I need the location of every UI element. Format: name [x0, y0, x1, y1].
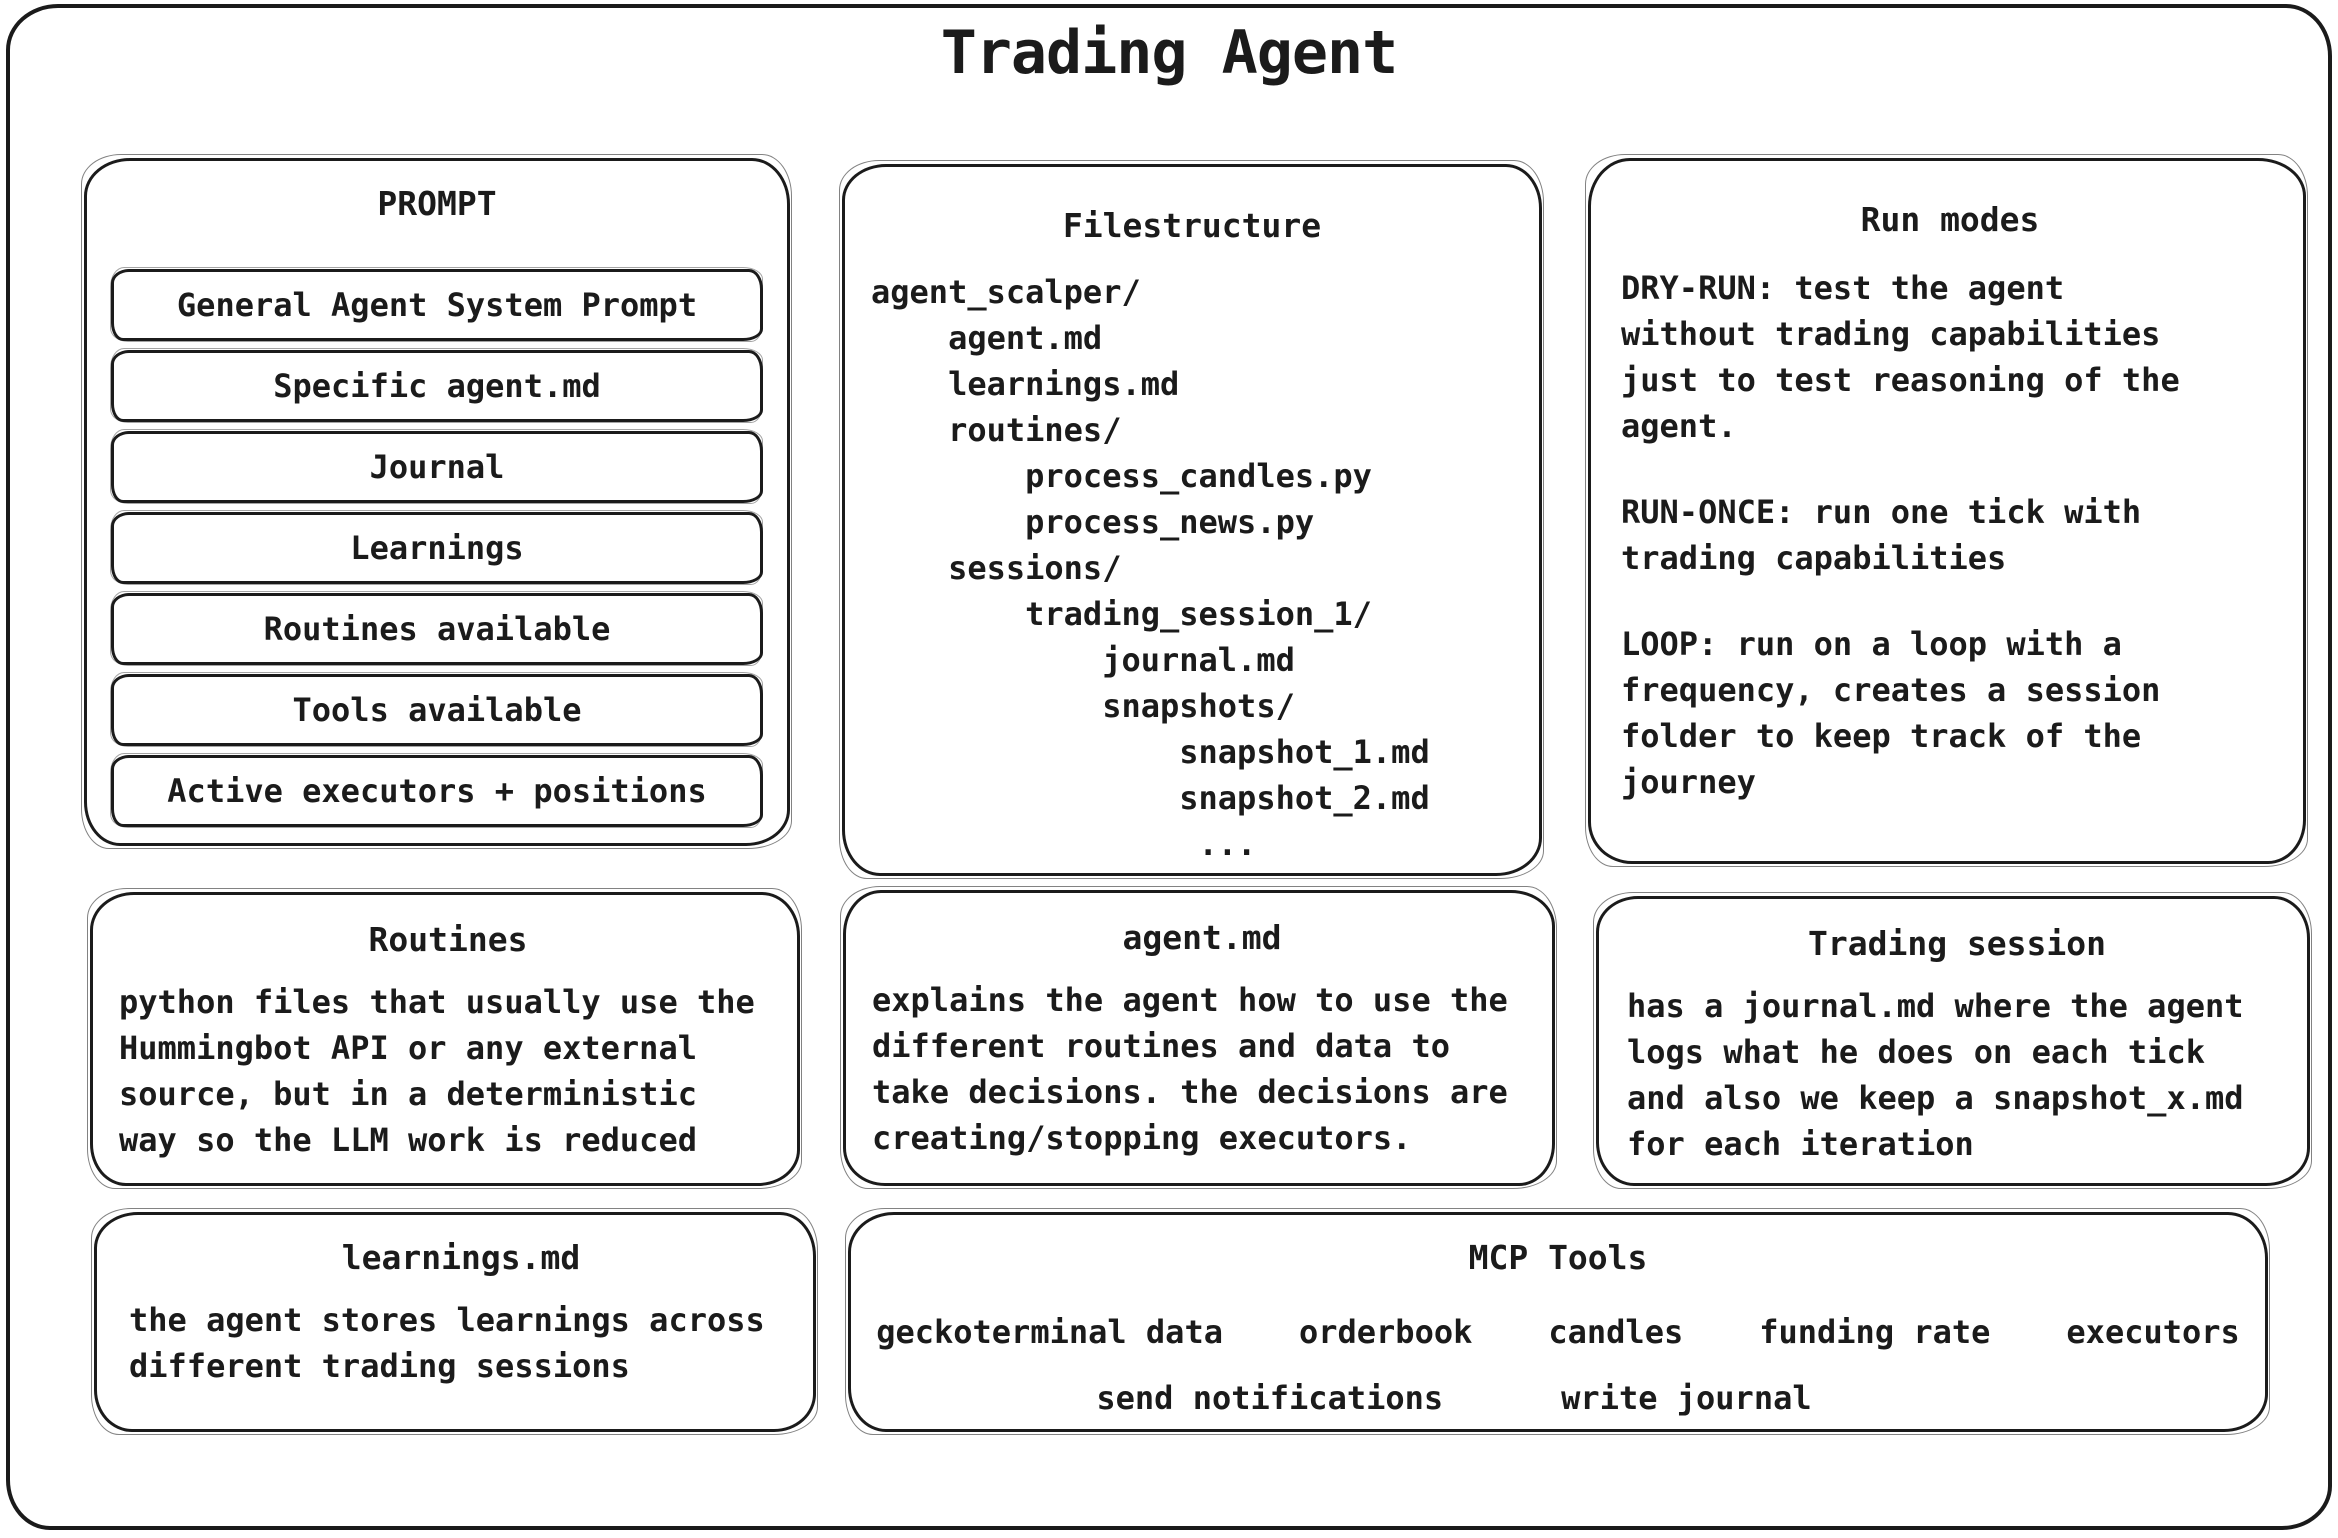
- file-tree-line: routines/: [871, 411, 1122, 449]
- learnings-md-box-title: learnings.md: [341, 1238, 581, 1277]
- file-tree-line: agent.md: [871, 319, 1103, 357]
- routines-box-title: Routines: [368, 920, 528, 959]
- mcp-tools-box: MCP Tools geckoterminal data orderbook c…: [845, 1208, 2270, 1435]
- learnings-md-box: learnings.md the agent stores learnings …: [91, 1208, 818, 1435]
- prompt-item-specific-agent-md: Specific agent.md: [110, 348, 763, 423]
- prompt-item-tools-available: Tools available: [110, 672, 763, 747]
- trading-session-box: Trading session has a journal.md where t…: [1593, 892, 2312, 1189]
- prompt-item-list: General Agent System Prompt Specific age…: [110, 267, 763, 828]
- mcp-tools-box-title: MCP Tools: [1468, 1238, 1648, 1277]
- prompt-item-routines-available: Routines available: [110, 591, 763, 666]
- file-tree-line: process_candles.py: [871, 457, 1372, 495]
- prompt-item-general-system-prompt: General Agent System Prompt: [110, 267, 763, 342]
- file-tree-line: trading_session_1/: [871, 595, 1372, 633]
- file-tree-line: agent_scalper/: [871, 273, 1141, 311]
- filestructure-box-title: Filestructure: [1062, 206, 1322, 245]
- file-tree-line: sessions/: [871, 549, 1122, 587]
- run-modes-box: Run modes DRY-RUN: test the agent withou…: [1585, 154, 2308, 867]
- mcp-tool-executors: executors: [2066, 1313, 2240, 1351]
- agent-md-description: explains the agent how to use the differ…: [872, 981, 1508, 1157]
- mcp-tool-write-journal: write journal: [1561, 1379, 1812, 1417]
- file-tree-line: journal.md: [871, 641, 1295, 679]
- mcp-tool-orderbook: orderbook: [1298, 1313, 1473, 1351]
- file-tree-line: process_news.py: [871, 503, 1315, 541]
- file-tree-line: snapshots/: [871, 687, 1295, 725]
- filestructure-box: Filestructure agent_scalper/ agent.md le…: [839, 160, 1544, 879]
- file-tree-line: snapshot_2.md: [871, 779, 1430, 817]
- mcp-tools-row-1: geckoterminal data orderbook candles fun…: [851, 1309, 2265, 1355]
- file-tree-line: snapshot_1.md: [871, 733, 1430, 771]
- routines-description: python files that usually use the Hummin…: [119, 983, 755, 1159]
- agent-md-box: agent.md explains the agent how to use t…: [840, 886, 1557, 1189]
- trading-session-description: has a journal.md where the agent logs wh…: [1627, 987, 2244, 1163]
- file-tree-line: ...: [871, 825, 1257, 863]
- run-mode-loop: LOOP: run on a loop with a frequency, cr…: [1621, 625, 2161, 801]
- run-modes-box-title: Run modes: [1860, 200, 2040, 239]
- run-mode-dry-run: DRY-RUN: test the agent without trading …: [1621, 269, 2180, 445]
- mcp-tool-funding-rate: funding rate: [1759, 1313, 1991, 1351]
- learnings-md-description: the agent stores learnings across differ…: [129, 1301, 765, 1385]
- prompt-box-title: PROMPT: [377, 184, 497, 223]
- file-tree-line: learnings.md: [871, 365, 1180, 403]
- prompt-item-journal: Journal: [110, 429, 763, 504]
- routines-box: Routines python files that usually use t…: [87, 888, 802, 1189]
- mcp-tools-row-2: send notifications write journal: [747, 1375, 2161, 1421]
- run-mode-run-once: RUN-ONCE: run one tick with trading capa…: [1621, 493, 2142, 577]
- trading-session-box-title: Trading session: [1807, 924, 2106, 963]
- prompt-item-learnings: Learnings: [110, 510, 763, 585]
- prompt-box: PROMPT General Agent System Prompt Speci…: [81, 154, 792, 849]
- file-tree: agent_scalper/ agent.md learnings.md rou…: [845, 269, 1539, 867]
- mcp-tool-send-notifications: send notifications: [1096, 1379, 1444, 1417]
- mcp-tool-candles: candles: [1548, 1313, 1684, 1351]
- page-title: Trading Agent: [940, 18, 1399, 88]
- prompt-item-active-executors: Active executors + positions: [110, 753, 763, 828]
- mcp-tool-geckoterminal-data: geckoterminal data: [876, 1313, 1223, 1351]
- agent-md-box-title: agent.md: [1122, 918, 1282, 957]
